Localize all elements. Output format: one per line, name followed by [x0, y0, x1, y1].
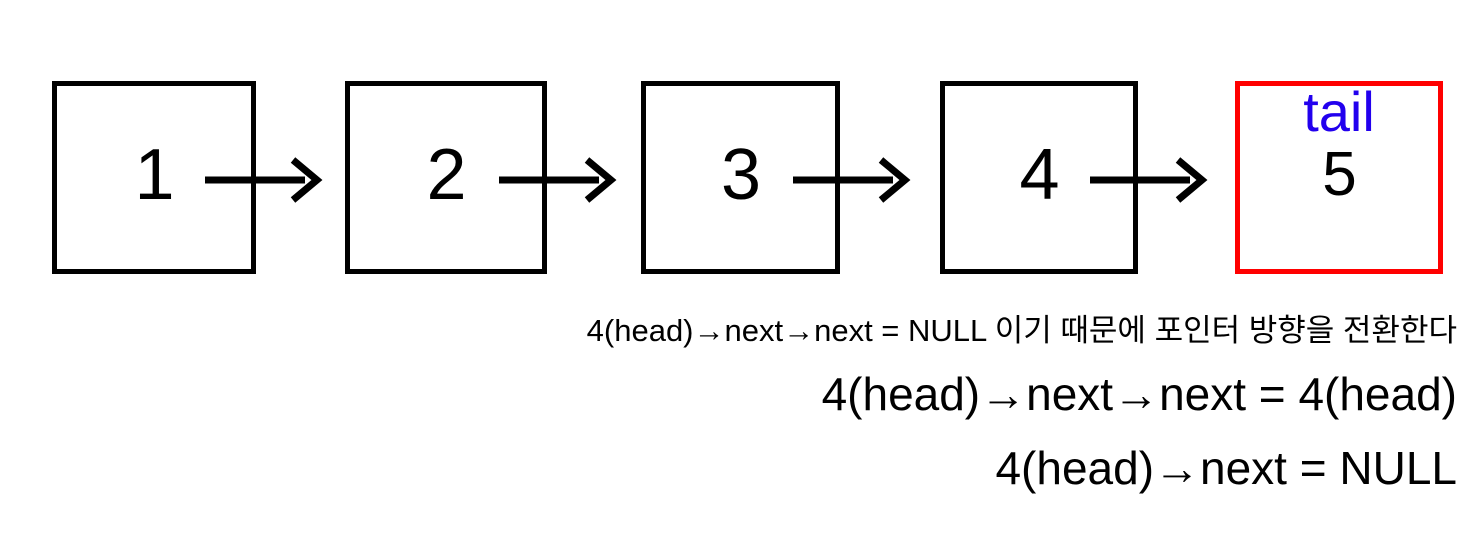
caption-line-1: 4(head)→next→next = NULL 이기 때문에 포인터 방향을 … — [586, 313, 1457, 348]
tail-label: tail — [1303, 80, 1375, 143]
list-node-4: 4 — [940, 81, 1138, 274]
node-value: 2 — [426, 135, 466, 215]
caption-line-2: 4(head)→next→next = 4(head) — [821, 368, 1457, 420]
node-value: 1 — [134, 135, 174, 215]
node-value: 4 — [1019, 135, 1059, 215]
list-node-5-tail: tail 5 — [1235, 81, 1443, 274]
caption-block: 4(head)→next→next = NULL 이기 때문에 포인터 방향을 … — [0, 305, 1457, 505]
node-value: 3 — [720, 135, 761, 215]
list-node-3: 3 — [641, 81, 840, 274]
list-node-1: 1 — [52, 81, 256, 274]
caption-line-3: 4(head)→next = NULL — [995, 442, 1457, 494]
node-value: 5 — [1322, 140, 1356, 209]
list-node-2: 2 — [345, 81, 547, 274]
